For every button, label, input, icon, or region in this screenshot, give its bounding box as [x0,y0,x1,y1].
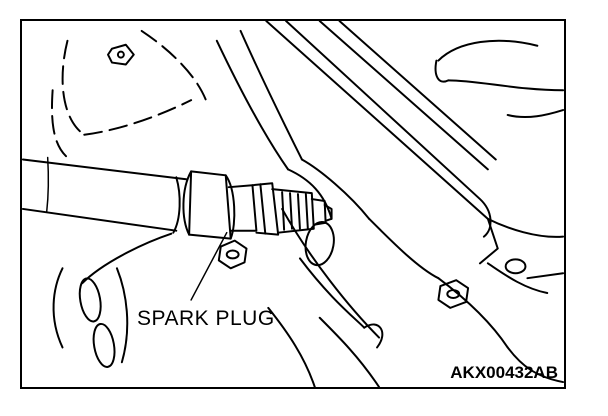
callout-leader-line [190,231,228,301]
center-bolt-icon [217,239,248,270]
spark-plug-wire [22,156,188,232]
engine-illustration [22,21,564,387]
plug-boot [172,170,236,240]
figure-code: AKX00432AB [450,363,558,382]
right-housing [434,39,564,384]
cylinder-head-cover [215,21,499,387]
chain-icon [52,232,173,368]
spark-plug-label: SPARK PLUG [137,307,275,330]
top-left-bolt-icon [107,43,135,66]
lower-right-bolt-icon [437,279,470,309]
background-dashed-contours [51,29,207,159]
plug-well-opening [287,168,335,267]
right-bolt-icon [504,258,527,275]
figure-frame: SPARK PLUG AKX00432AB [20,19,566,389]
